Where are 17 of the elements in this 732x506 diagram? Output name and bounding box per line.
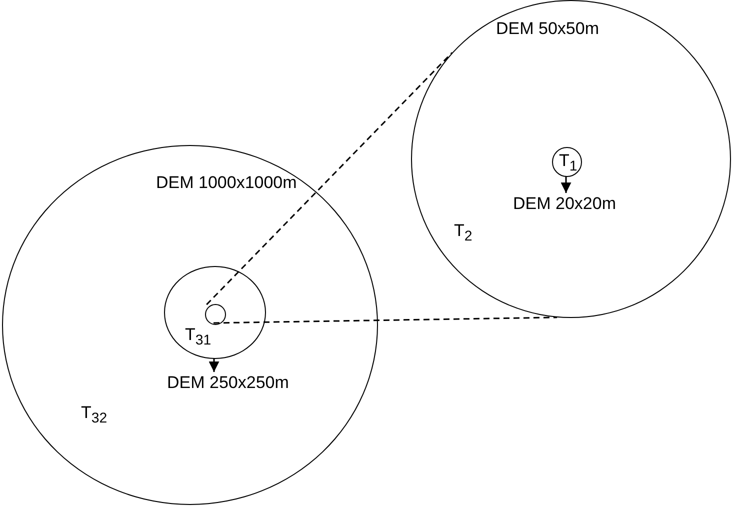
resolution-label: DEM 250x250m xyxy=(167,373,307,395)
area-ellipse xyxy=(164,266,266,359)
circle xyxy=(205,304,226,325)
resolution-label: DEM 1000x1000m xyxy=(156,173,297,193)
tile-label: T$_{31}$ xyxy=(185,325,212,350)
dashed-line xyxy=(213,316,558,324)
zoom-circle xyxy=(411,0,731,318)
circle xyxy=(552,147,582,177)
tile-label: T$_{2}$ xyxy=(454,221,472,246)
resolution-label: DEM 50x50m xyxy=(496,19,599,39)
dashed-line xyxy=(206,52,453,306)
arrow xyxy=(560,176,572,193)
arrow xyxy=(208,358,220,372)
tile-label: T$_{32}$ xyxy=(81,403,108,428)
tile-label: T$_{1}$ xyxy=(559,151,578,176)
area-ellipse xyxy=(2,145,378,505)
resolution-label: DEM 20x20m xyxy=(513,194,638,216)
